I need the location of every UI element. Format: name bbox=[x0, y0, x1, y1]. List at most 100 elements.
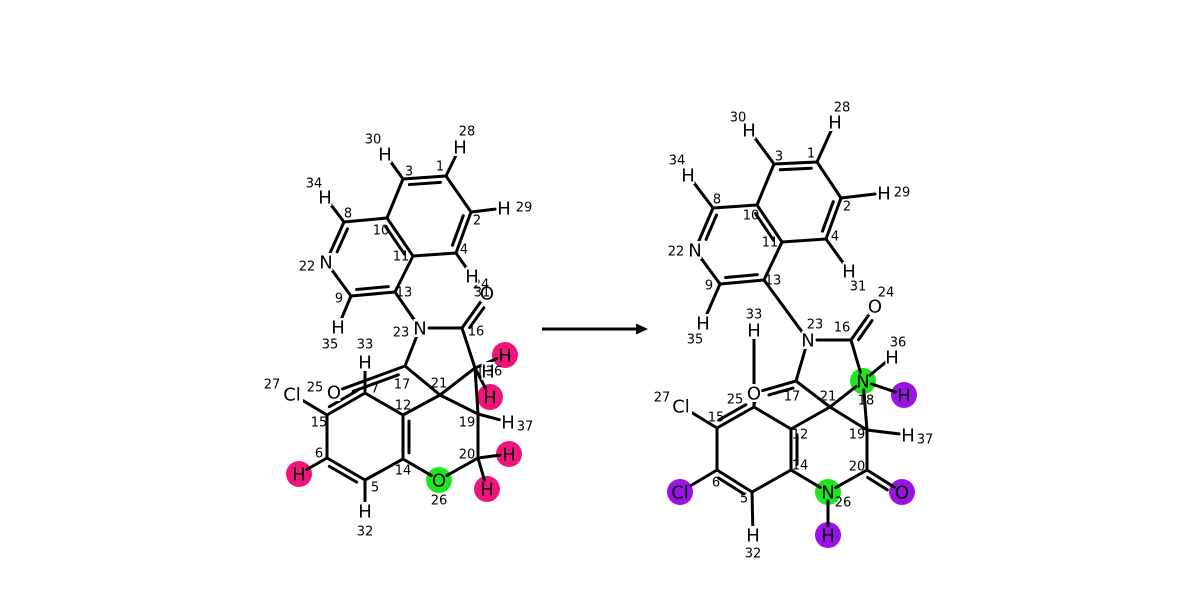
bond-p9-p13 bbox=[718, 278, 766, 286]
atom-symbol-p27: Cl bbox=[672, 397, 690, 418]
bond-p3-p1-second bbox=[778, 166, 813, 172]
atom-symbol-p33: H bbox=[747, 321, 761, 342]
bond-p10-p3 bbox=[755, 162, 776, 207]
atom-index-r10: 10 bbox=[373, 224, 390, 239]
bond-p16-p18 bbox=[849, 338, 862, 374]
bond-r2-r4 bbox=[454, 210, 473, 255]
bond-r20-r40 bbox=[476, 453, 502, 460]
bond-r3-r30 bbox=[388, 159, 405, 181]
bond-p13-p11 bbox=[762, 240, 784, 282]
atom-symbol-r31: H bbox=[465, 267, 479, 288]
highlight-pink-r41 bbox=[474, 476, 500, 502]
atom-symbol-r39: H bbox=[483, 388, 497, 409]
label-bg-p35 bbox=[696, 314, 710, 332]
atom-index-p33: 33 bbox=[746, 308, 763, 323]
atom-symbol-p24: O bbox=[868, 297, 882, 318]
atom-index-p31: 31 bbox=[850, 280, 867, 295]
atom-index-r30: 30 bbox=[365, 133, 382, 148]
bond-p3-p30 bbox=[752, 135, 776, 166]
label-bg-r28 bbox=[453, 138, 467, 156]
atom-index-p9: 9 bbox=[705, 279, 713, 294]
atom-symbol-p38: H bbox=[897, 386, 911, 407]
atom-symbol-p26: N bbox=[821, 483, 834, 504]
bond-r16-r24-second bbox=[468, 306, 486, 330]
atom-index-p26: 26 bbox=[835, 496, 852, 511]
bond-r17-r25 bbox=[340, 364, 407, 391]
highlight-purple-p41 bbox=[889, 479, 915, 505]
bond-p11-p10 bbox=[755, 203, 784, 244]
bond-r13-r11 bbox=[393, 254, 415, 294]
highlight-purple-p38 bbox=[891, 382, 917, 408]
label-bg-p29 bbox=[877, 184, 891, 202]
label-bg-p31 bbox=[842, 262, 856, 280]
atom-index-r20: 20 bbox=[459, 448, 476, 463]
label-bg-p22 bbox=[688, 241, 702, 259]
bond-p5-p14 bbox=[750, 468, 793, 494]
bond-p4-p31 bbox=[824, 237, 846, 266]
atom-index-r31: 31 bbox=[474, 286, 491, 301]
atom-index-p35: 35 bbox=[687, 333, 704, 348]
atom-index-r12: 12 bbox=[395, 399, 412, 414]
atom-index-p24: 24 bbox=[878, 286, 895, 301]
atom-index-r4: 4 bbox=[460, 243, 468, 258]
bond-r7-r15-second bbox=[327, 389, 359, 409]
atom-symbol-p28: H bbox=[828, 113, 842, 134]
atom-symbol-p39: H bbox=[821, 526, 835, 547]
highlight-purple-p40 bbox=[667, 479, 693, 505]
bond-r21-r12 bbox=[401, 393, 442, 417]
bond-r3-r1 bbox=[401, 174, 448, 181]
bond-p8-p34 bbox=[691, 180, 715, 210]
atom-symbol-p25: O bbox=[747, 384, 761, 405]
atom-index-r19: 19 bbox=[459, 416, 476, 431]
bond-p2-p4 bbox=[824, 196, 843, 241]
bond-p9-p35 bbox=[705, 282, 722, 317]
atom-index-p13: 13 bbox=[765, 274, 782, 289]
bond-p9-p13-second bbox=[724, 273, 759, 279]
bond-r9-r13 bbox=[349, 290, 397, 298]
atom-index-r36: 36 bbox=[486, 365, 503, 380]
bond-p8-p22 bbox=[697, 206, 715, 244]
bond-p21-p18 bbox=[828, 385, 858, 409]
bond-r11-r10-second bbox=[384, 225, 406, 256]
label-bg-r36 bbox=[481, 362, 495, 380]
atom-index-p5: 5 bbox=[740, 492, 748, 507]
atom-symbol-p29: H bbox=[877, 184, 891, 205]
bond-p22-p9 bbox=[698, 255, 722, 286]
atom-symbol-p41: O bbox=[895, 483, 909, 504]
reaction-arrow-head bbox=[636, 323, 648, 335]
bond-r17-r21 bbox=[403, 364, 442, 397]
bond-p16-p24-second bbox=[857, 319, 874, 342]
atom-index-p36: 36 bbox=[890, 336, 907, 351]
bond-r20-r41 bbox=[476, 456, 486, 482]
bond-p16-p24 bbox=[849, 311, 872, 342]
bond-r4-r11 bbox=[411, 251, 458, 258]
bond-p3-p1 bbox=[772, 160, 819, 166]
atom-index-p25: 25 bbox=[727, 393, 744, 408]
atom-symbol-p23: N bbox=[801, 331, 814, 352]
bond-r10-r8 bbox=[342, 216, 389, 224]
label-bg-p34 bbox=[681, 166, 695, 184]
label-bg-p36 bbox=[885, 348, 899, 366]
atom-index-r17: 17 bbox=[394, 378, 411, 393]
label-bg-r27 bbox=[281, 385, 303, 403]
atom-index-p27: 27 bbox=[654, 391, 671, 406]
label-bg-r37 bbox=[501, 413, 515, 431]
atom-symbol-r26: O bbox=[432, 471, 446, 492]
bond-p20-p26 bbox=[834, 468, 869, 490]
atom-symbol-p18: N bbox=[856, 372, 869, 393]
atom-index-p22: 22 bbox=[668, 245, 685, 260]
bond-p15-p27 bbox=[690, 411, 719, 430]
atom-index-r32: 32 bbox=[357, 525, 374, 540]
atom-index-p37: 37 bbox=[917, 433, 934, 448]
atom-symbol-p35: H bbox=[696, 314, 710, 335]
bond-r6-r5-second bbox=[327, 464, 359, 484]
highlight-pink-r38 bbox=[492, 342, 518, 368]
bond-r23-r17 bbox=[403, 334, 419, 368]
bond-p4-p11 bbox=[780, 237, 828, 244]
atom-symbol-r23: N bbox=[413, 319, 426, 340]
atom-index-r37: 37 bbox=[517, 420, 534, 435]
label-bg-r22 bbox=[319, 253, 333, 271]
atom-symbol-r25: O bbox=[327, 383, 341, 404]
bond-p2-p4-second bbox=[820, 200, 835, 233]
atom-symbol-r34: H bbox=[318, 188, 332, 209]
